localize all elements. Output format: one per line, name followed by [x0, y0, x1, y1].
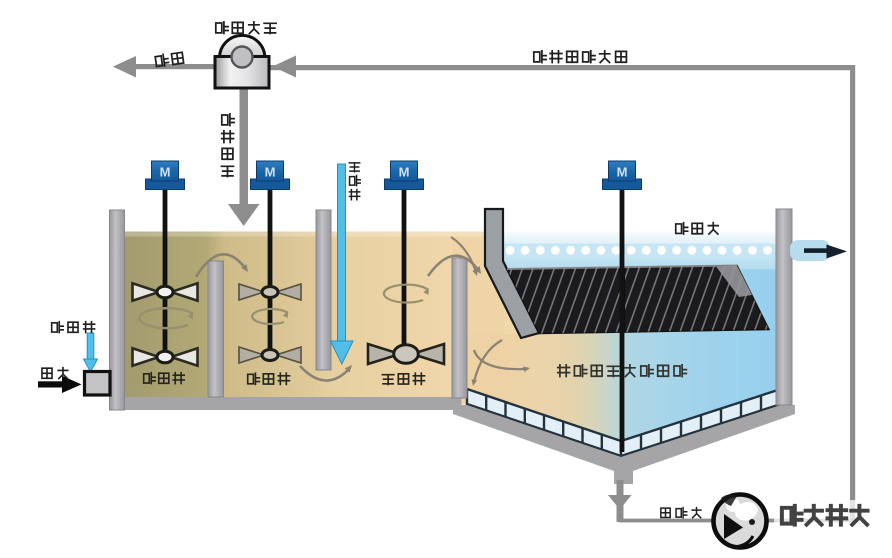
- svg-text:M: M: [160, 165, 171, 180]
- svg-text:M: M: [265, 165, 276, 180]
- svg-text:M: M: [617, 165, 628, 180]
- svg-text:M: M: [399, 165, 410, 180]
